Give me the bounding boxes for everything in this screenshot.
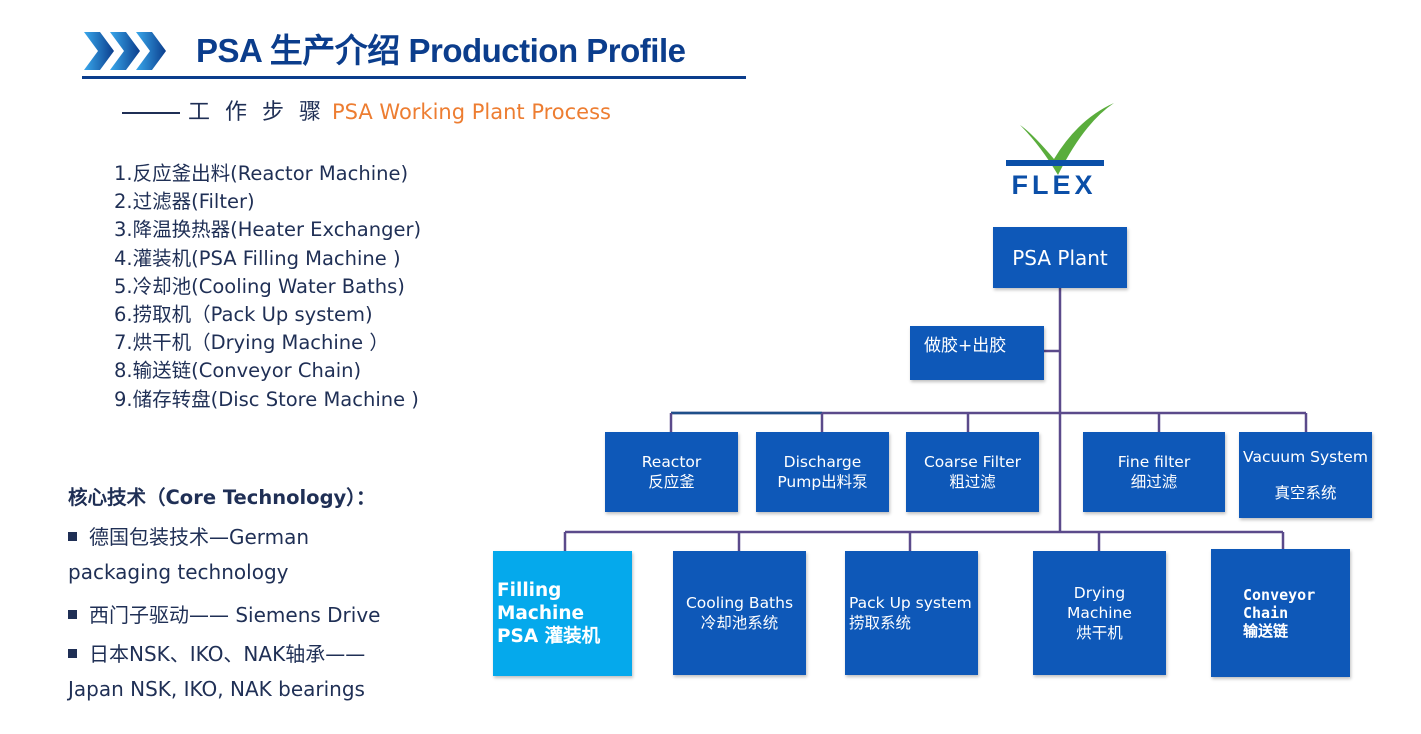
step-item: 9.储存转盘(Disc Store Machine )	[114, 387, 419, 411]
step-item: 8.输送链(Conveyor Chain)	[114, 359, 362, 383]
node-make-glue: 做胶+出胶	[910, 326, 1044, 380]
chevron-arrows-icon	[84, 32, 166, 70]
step-item: 6.捞取机（Pack Up system)	[114, 303, 373, 327]
node-drying-machine: Drying Machine 烘干机	[1033, 551, 1166, 675]
step-item: 3.降温换热器(Heater Exchanger)	[114, 218, 422, 242]
node-cooling-baths: Cooling Baths 冷却池系统	[673, 551, 806, 675]
square-bullet-icon	[68, 532, 77, 541]
step-item: 1.反应釜出料(Reactor Machine)	[114, 162, 409, 185]
node-pack-up-system: Pack Up system 捞取系统	[845, 551, 978, 675]
node-discharge-pump: Discharge Pump出料泵	[756, 432, 889, 512]
core-item-bearings-cont: Japan NSK, IKO, NAK bearings	[68, 677, 365, 701]
node-fine-filter: Fine filter 细过滤	[1083, 432, 1225, 512]
node-psa-plant: PSA Plant	[993, 227, 1127, 288]
node-coarse-filter: Coarse Filter 粗过滤	[906, 432, 1039, 512]
step-item: 4.灌装机(PSA Filling Machine )	[114, 246, 401, 270]
square-bullet-icon	[68, 610, 77, 619]
process-steps-list: 1.反应釜出料(Reactor Machine) 2.过滤器(Filter) 3…	[114, 160, 421, 414]
square-bullet-icon	[68, 649, 77, 658]
title-underline	[82, 76, 746, 79]
core-item-german-cont: packaging technology	[68, 560, 289, 584]
step-item: 5.冷却池(Cooling Water Baths)	[114, 274, 405, 298]
subtitle-dash	[122, 112, 180, 114]
core-item-siemens: 西门子驱动—— Siemens Drive	[68, 599, 380, 628]
logo-bar	[1006, 160, 1104, 166]
checkmark-icon	[1020, 103, 1114, 175]
step-item: 2.过滤器(Filter)	[114, 190, 255, 214]
subtitle-zh: 工 作 步 骤	[188, 100, 325, 125]
node-conveyor-chain: Conveyor Chain 输送链	[1211, 549, 1350, 677]
subtitle: 工 作 步 骤 PSA Working Plant Process	[122, 94, 611, 126]
core-item-bearings: 日本NSK、IKO、NAK轴承——	[68, 638, 365, 667]
page-title: PSA 生产介绍 Production Profile	[196, 32, 686, 69]
node-reactor: Reactor 反应釜	[605, 432, 738, 512]
core-technology-title: 核心技术（Core Technology）：	[68, 486, 376, 509]
node-filling-machine: Filling Machine PSA 灌装机	[493, 551, 632, 676]
step-item: 7.烘干机（Drying Machine ）	[114, 331, 389, 355]
logo-text: FLEX	[1011, 170, 1096, 200]
flex-logo: FLEX	[1006, 103, 1114, 200]
subtitle-en: PSA Working Plant Process	[331, 100, 611, 124]
core-item-german: 德国包装技术—German	[68, 521, 309, 550]
node-vacuum-system: Vacuum System 真空系统	[1239, 432, 1372, 518]
